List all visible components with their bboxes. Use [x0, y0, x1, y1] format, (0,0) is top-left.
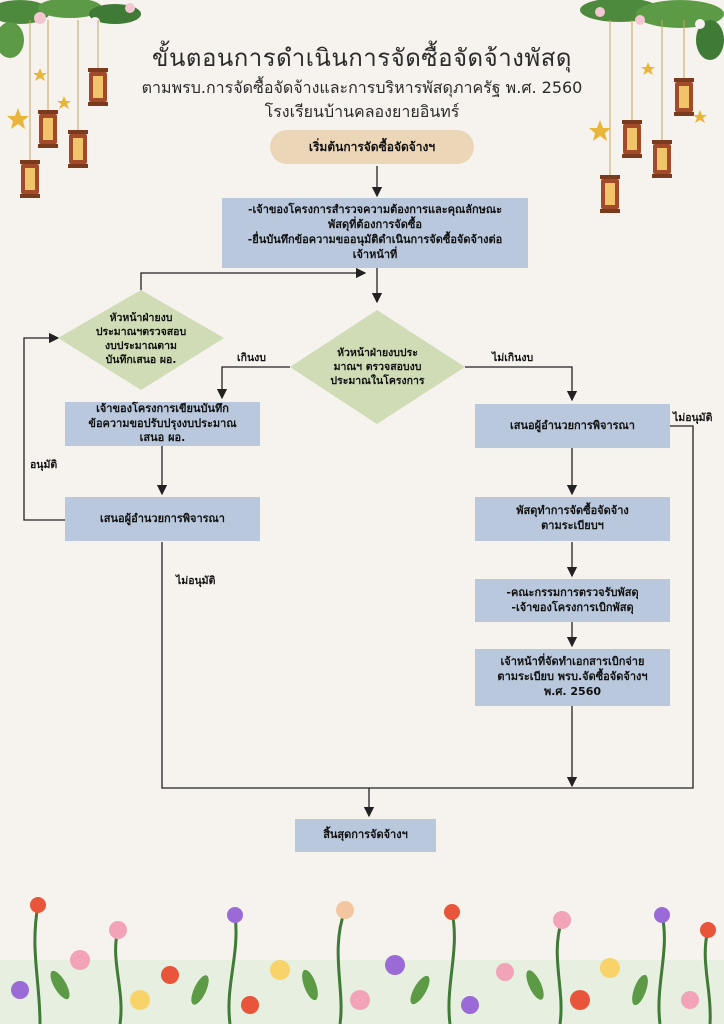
page-subtitle: ตามพรบ.การจัดซื้อจัดจ้างและการบริหารพัสด… [141, 78, 583, 97]
step-inspection-withdraw: -คณะกรรมการตรวจรับพัสดุ -เจ้าของโครงการเ… [475, 579, 670, 622]
line-not-approved-right [572, 425, 694, 789]
step-survey-request: -เจ้าของโครงการสำรวจความต้องการและคุณลัก… [222, 198, 528, 268]
star-icon [7, 62, 707, 141]
decision-budget-check: หัวหน้าฝ่ายงบประ มาณฯ ตรวจสอบงบ ประมาณใน… [330, 346, 425, 388]
arrow-over-budget [216, 366, 290, 400]
decision-left-shape [58, 290, 224, 390]
step-budget-adjust-memo: เจ้าของโครงการเขียนบันทึก ข้อความขอปรับป… [65, 402, 260, 446]
end-terminal: สิ้นสุดการจัดจ้างฯ [295, 819, 436, 852]
label-over-budget: เกินงบ [237, 352, 266, 364]
step-left-director-review: เสนอผู้อำนวยการพิจารณา [65, 497, 260, 541]
page-title: ขั้นตอนการดำเนินการจัดซื้อจัดจ้างพัสดุ [152, 44, 572, 72]
step-right-director-review: เสนอผู้อำนวยการพิจารณา [475, 404, 670, 448]
step-procurement: พัสดุทำการจัดซื้อจัดจ้าง ตามระเบียบฯ [475, 497, 670, 541]
decision-budget-recheck: หัวหน้าฝ่ายงบ ประมาณฯตรวจสอบ งบประมาณตาม… [95, 311, 187, 367]
school-name: โรงเรียนบ้านคลองยายอินทร์ [264, 102, 460, 121]
decision-main-shape [290, 310, 465, 424]
vine-top-left [0, 0, 141, 58]
flower-border [0, 897, 724, 1024]
label-within-budget: ไม่เกินงบ [492, 352, 534, 364]
label-not-approved-right: ไม่อนุมัติ [673, 412, 713, 424]
label-not-approved-left: ไม่อนุมัติ [176, 575, 216, 587]
label-approved: อนุมัติ [30, 459, 58, 471]
vine-top-right [580, 0, 724, 60]
arrow-approved-loop [23, 332, 65, 521]
start-terminal: เริ่มต้นการจัดซื้อจัดจ้างฯ [270, 130, 474, 164]
arrow-within-budget [465, 366, 578, 402]
arrow-left-decision-to-merge [140, 267, 367, 290]
lantern-strings [29, 20, 685, 175]
lantern-icon [20, 68, 694, 213]
step-disbursement-docs: เจ้าหน้าที่จัดทำเอกสารเบิกจ่าย ตามระเบีย… [475, 649, 670, 706]
line-not-approved-left [161, 542, 572, 789]
